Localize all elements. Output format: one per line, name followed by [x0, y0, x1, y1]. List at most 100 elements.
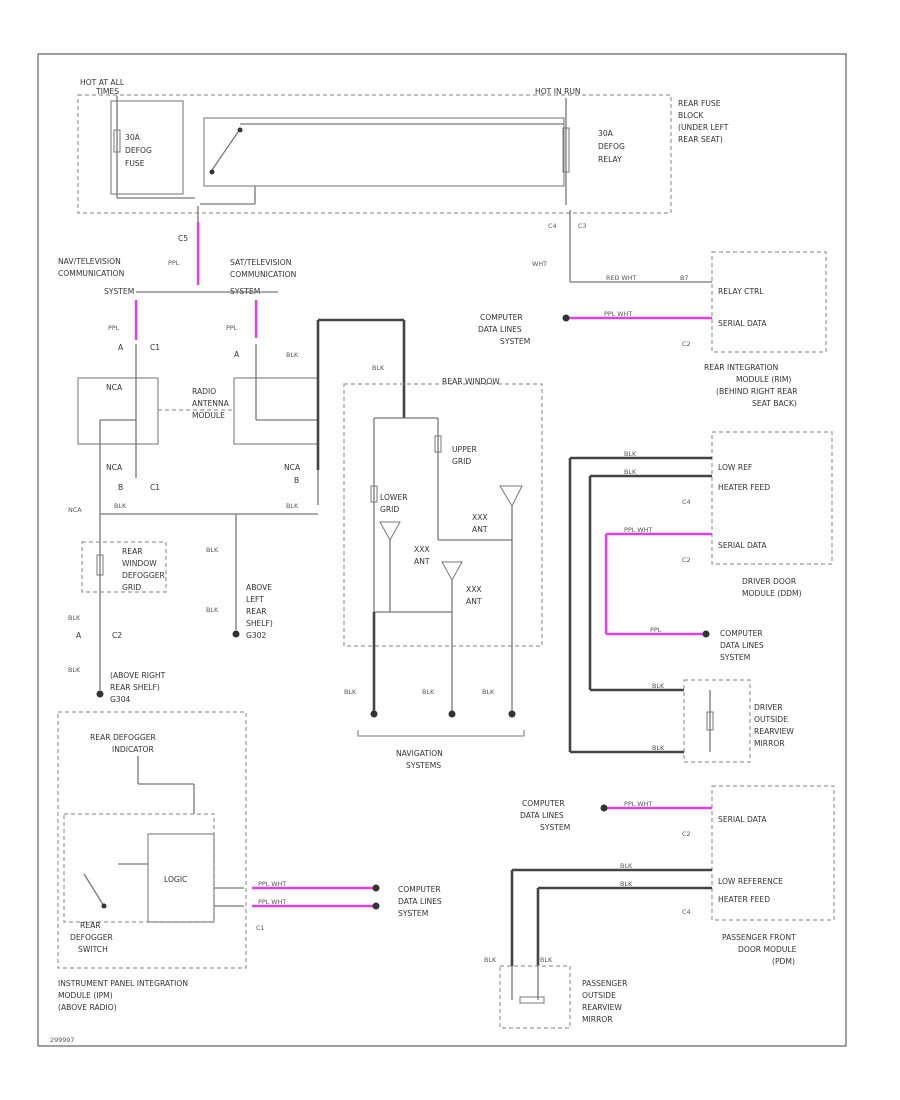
nca-label-right: NCA: [284, 463, 301, 472]
hot-at-all-label: HOT AT ALL: [80, 78, 125, 87]
ipim-label-1: INSTRUMENT PANEL INTEGRATION: [58, 979, 188, 988]
blk-label-nav-2: BLK: [422, 688, 435, 696]
switch-contact: [83, 873, 105, 907]
pfdm-label-1: PASSENGER FRONT: [722, 933, 796, 942]
heater-feed-label: HEATER FEED: [718, 483, 770, 492]
blk-label-shelf: BLK: [206, 546, 219, 554]
relay-relay-label: RELAY: [598, 155, 622, 164]
ant3-label-2: ANT: [472, 525, 488, 534]
nav-tv-label-3: SYSTEM: [104, 287, 134, 296]
red-wht-label: RED WHT: [606, 274, 637, 282]
pmirror-label-4: MIRROR: [582, 1015, 613, 1024]
gry-ppl-label-rim: PPL WHT: [604, 310, 632, 318]
c5-label: C5: [178, 234, 188, 243]
antenna-feed-wiring: C5 PPL NAV/TELEVISION COMMUNICATION SYST…: [58, 206, 299, 359]
left-shelf-label-5: G302: [246, 631, 267, 640]
wire-ppl-label: PPL: [168, 259, 180, 267]
rds-label-1: REAR: [80, 921, 101, 930]
fuse-defog-label: DEFOG: [125, 146, 152, 155]
mirror-heater-icon-passenger: [519, 996, 545, 1004]
comp-label-ddm-1: COMPUTER: [720, 629, 763, 638]
c1-label-lower: C1: [150, 483, 160, 492]
comp-label-ddm-2: DATA LINES: [720, 641, 764, 650]
pmirror-label-3: REARVIEW: [582, 1003, 622, 1012]
serial-data-label-ddm: SERIAL DATA: [718, 541, 767, 550]
antenna-icon-1: [379, 521, 401, 542]
rim-label-2: MODULE (RIM): [736, 375, 791, 384]
blk-label-dmirror-1: BLK: [652, 682, 665, 690]
ddm-label-1: DRIVER DOOR: [742, 577, 797, 586]
diagram-frame: [37, 53, 847, 1047]
rim-label-4: SEAT BACK): [752, 399, 797, 408]
blk-label-nav-top: BLK: [372, 364, 385, 372]
ipm-wire-label-1: PPL WHT: [258, 880, 286, 888]
blk-wire-label-right: BLK: [286, 502, 299, 510]
comp-label-ipm-3: SYSTEM: [398, 909, 428, 918]
connector-b-right: B: [294, 476, 299, 485]
dmirror-label-4: MIRROR: [754, 739, 785, 748]
blk-label-grid: BLK: [68, 614, 81, 622]
rim-label-1: REAR INTEGRATION: [704, 363, 778, 372]
rear-window-label: REAR WINDOW: [442, 377, 500, 386]
radio-antenna-module: NCA RADIO ANTENNA MODULE NCA B C1 NCA B …: [68, 318, 406, 630]
blk-label-nav-1: BLK: [344, 688, 357, 696]
serial-data-label-pfdm: SERIAL DATA: [718, 815, 767, 824]
radio-label-1: RADIO: [192, 387, 216, 396]
c2-label-grid: C2: [112, 631, 122, 640]
ddm-label-2: MODULE (DDM): [742, 589, 802, 598]
comp-label-rim-3: SYSTEM: [500, 337, 530, 346]
passenger-door-module: PPL WHT COMPUTER DATA LINES SYSTEM SERIA…: [484, 785, 835, 1029]
nca-label-lower: NCA: [106, 463, 123, 472]
grid-heater-icon: [96, 554, 104, 576]
nav-sys-label-2: SYSTEMS: [406, 761, 441, 770]
dmirror-label-1: DRIVER: [754, 703, 783, 712]
blk-label-dmirror-2: BLK: [652, 744, 665, 752]
rwdg-label-1: REAR: [122, 547, 143, 556]
antenna-icon-2: [441, 561, 463, 582]
b7-label: B7: [680, 274, 688, 282]
rear-window-antenna: REAR WINDOW BLK UPPER GRID LOWER GRID XX…: [343, 364, 543, 770]
defog-relay-frame: [203, 117, 565, 187]
ipim-label-2: MODULE (IPM): [58, 991, 113, 1000]
rwdg-label-2: WINDOW: [122, 559, 157, 568]
upper-grid-label-1: UPPER: [452, 445, 478, 454]
nav-sys-label-1: NAVIGATION: [396, 749, 443, 758]
sat-label-2: COMMUNICATION: [230, 270, 296, 279]
relay-30a-label: 30A: [598, 129, 614, 138]
radio-label-3: MODULE: [192, 411, 225, 420]
right-shelf-label-2: REAR SHELF): [110, 683, 160, 692]
gry-ppl-label-ddm: PPL WHT: [624, 526, 652, 534]
c2-label-pfdm: C2: [682, 830, 691, 838]
ant3-label-1: XXX: [472, 513, 488, 522]
c2-label-ddm: C2: [682, 556, 691, 564]
rwdg-label-4: GRID: [122, 583, 141, 592]
pfdm-label-3: (PDM): [772, 957, 795, 966]
dmirror-label-2: OUTSIDE: [754, 715, 788, 724]
ppl-label-left: PPL: [108, 324, 120, 332]
footer-code: 299997: [50, 1036, 74, 1044]
c1-label-top: C1: [150, 343, 160, 352]
comp-label-pfdm-2: DATA LINES: [520, 811, 564, 820]
sat-label-1: SAT/TELEVISION: [230, 258, 291, 267]
comp-label-rim-1: COMPUTER: [480, 313, 523, 322]
left-shelf-label-3: REAR: [246, 607, 267, 616]
fuse-symbol-icon: [113, 129, 121, 153]
rwdg-label-3: DEFOGGER: [122, 571, 166, 580]
ground-right-icon: [96, 690, 104, 698]
ppl-label-right: PPL: [226, 324, 238, 332]
ipim-label-3: (ABOVE RADIO): [58, 1003, 117, 1012]
comp-label-pfdm-3: SYSTEM: [540, 823, 570, 832]
wht-label: WHT: [532, 260, 547, 268]
gry-blk-label-p1: BLK: [620, 862, 633, 870]
relay-defog-label: DEFOG: [598, 142, 625, 151]
c4-label-ddm: C4: [682, 498, 691, 506]
comp-label-rim-2: DATA LINES: [478, 325, 522, 334]
blk-label-pm-2: BLK: [540, 956, 553, 964]
lower-grid-label-1: LOWER: [380, 493, 408, 502]
rear-fuse-block-label-3: (UNDER LEFT: [678, 123, 729, 132]
pfdm-label-2: DOOR MODULE: [738, 945, 797, 954]
c2-label-rim: C2: [682, 340, 691, 348]
connector-a-grid: A: [76, 631, 82, 640]
relay-ctrl-label: RELAY CTRL: [718, 287, 764, 296]
